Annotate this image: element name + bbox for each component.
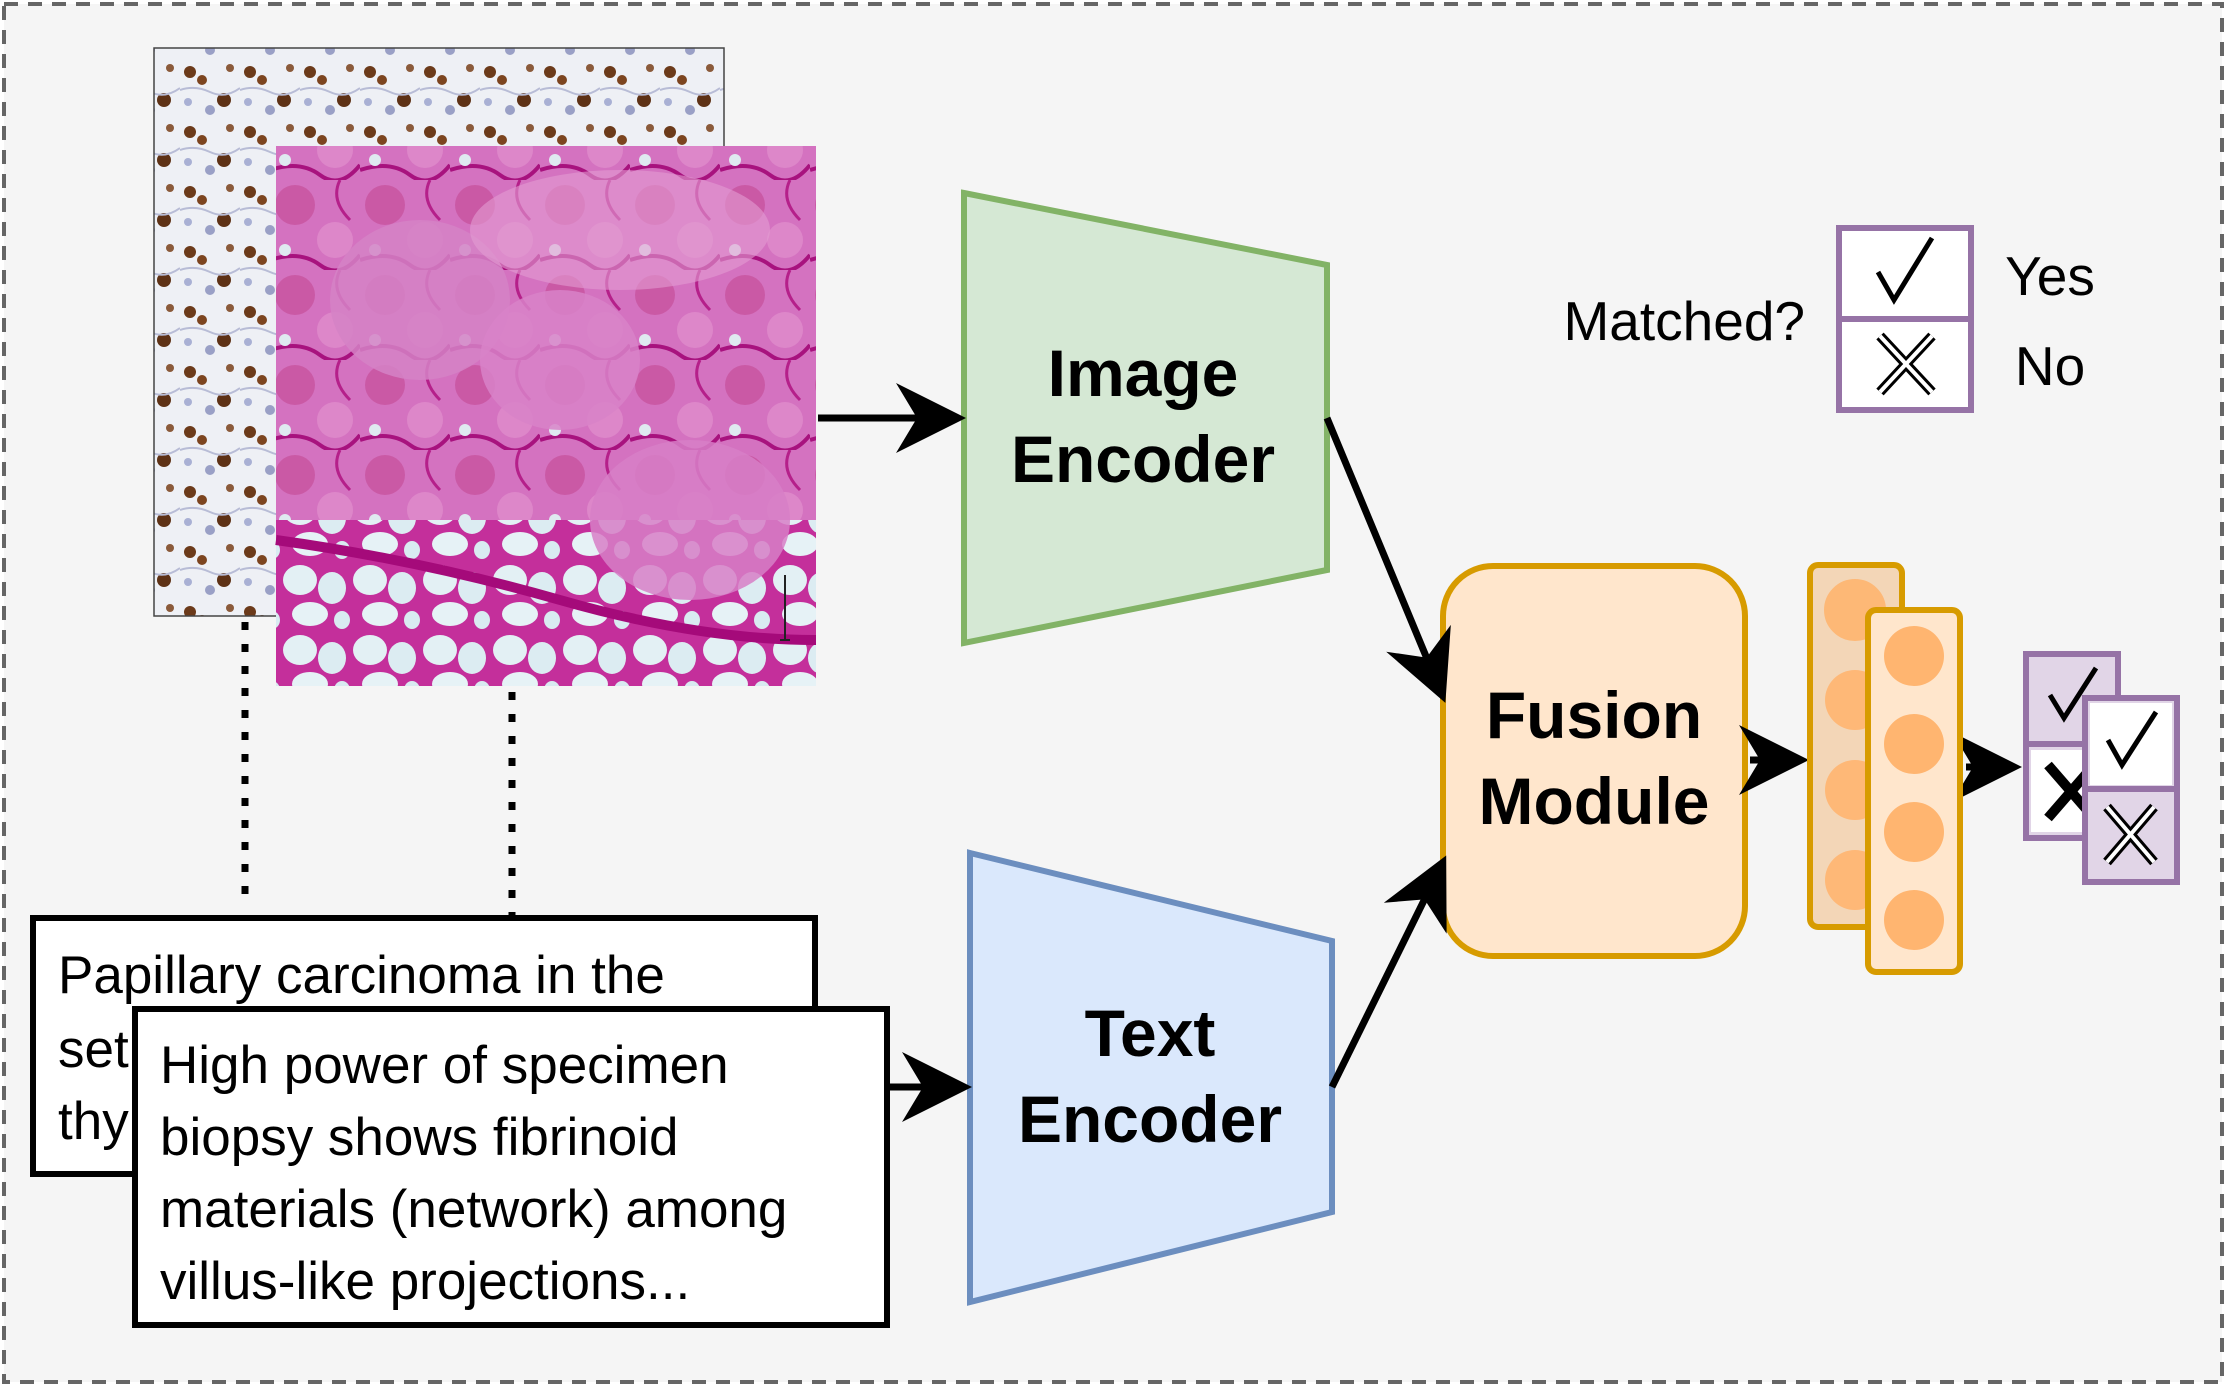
feature-vector-front [1865,607,1963,975]
caption-front-line2: biopsy shows fibrinoid [160,1108,678,1167]
caption-front-line3: materials (network) among [160,1180,787,1239]
text-encoder: Text Encoder [967,849,1335,1306]
output-checkbox-front [2082,695,2180,885]
yes-label: Yes [2005,245,2095,307]
arrows [818,383,2022,1122]
caption-front: High power of specimen biopsy shows fibr… [132,1006,890,1328]
check-icon [2105,710,2159,770]
no-label: No [2015,335,2085,397]
image-encoder-label-2: Encoder [1011,422,1275,496]
caption-back-line3: thy [58,1092,129,1151]
matched-question: Matched? [1563,290,1805,352]
check-icon [2047,666,2099,723]
image-encoder: Image Encoder [961,189,1330,647]
caption-front-line1: High power of specimen [160,1036,729,1095]
fusion-module-label-1: Fusion [1486,678,1702,752]
text-encoder-label-1: Text [1085,996,1216,1070]
text-encoder-label-2: Encoder [1018,1082,1282,1156]
caption-front-line4: villus-like projections... [160,1252,690,1311]
fusion-module-label-2: Module [1479,764,1710,838]
check-icon [1875,236,1935,305]
matched-legend: Matched? Yes No [1563,225,2095,413]
image-encoder-label-1: Image [1048,336,1239,410]
arrow-icon [1328,855,1447,1089]
fusion-module: Fusion Module [1440,563,1748,959]
caption-back-line2: set [58,1020,129,1079]
caption-back-line1: Papillary carcinoma in the [58,946,665,1005]
arrow-icon [1323,416,1451,703]
histology-image-front [275,146,817,686]
